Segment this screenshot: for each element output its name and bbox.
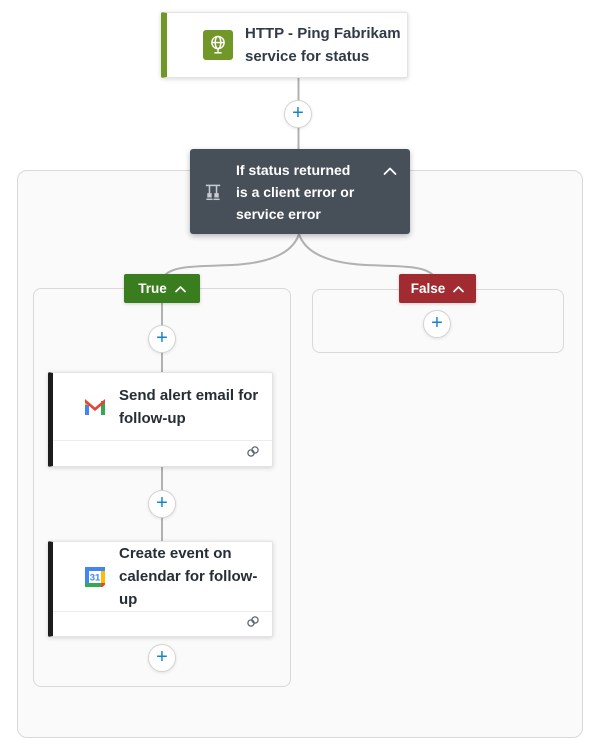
add-action-button[interactable]: +: [148, 644, 176, 672]
trigger-title: HTTP - Ping Fabrikam service for status: [245, 25, 401, 65]
chevron-up-icon[interactable]: [383, 163, 397, 181]
false-label-text: False: [410, 281, 446, 296]
false-branch-label[interactable]: False: [399, 274, 476, 303]
condition-card[interactable]: If status returned is a client error or …: [190, 149, 410, 234]
connection-icon[interactable]: [246, 445, 260, 463]
card-footer: [53, 440, 272, 466]
add-action-button[interactable]: +: [423, 310, 451, 338]
action-title: Send alert email for follow-up: [119, 386, 259, 427]
card-footer: [53, 611, 272, 636]
calendar-day-text: 31: [90, 572, 101, 583]
action-title: Create event on calendar for follow-up: [119, 545, 258, 608]
http-globe-icon: [203, 30, 233, 60]
action-card-create-event[interactable]: 31 Create event on calendar for follow-u…: [48, 541, 273, 637]
true-label-text: True: [138, 281, 167, 296]
condition-icon: [202, 181, 224, 203]
add-action-button[interactable]: +: [148, 325, 176, 353]
condition-title: If status returned is a client error or …: [236, 161, 355, 222]
chevron-up-icon: [174, 281, 186, 296]
trigger-card-http[interactable]: HTTP - Ping Fabrikam service for status: [161, 12, 408, 78]
connector-condition-to-true: [162, 233, 300, 278]
gmail-icon: [83, 395, 107, 419]
google-calendar-icon: 31: [83, 565, 107, 589]
action-card-send-alert-email[interactable]: Send alert email for follow-up: [48, 372, 273, 467]
add-action-button[interactable]: +: [148, 490, 176, 518]
chevron-up-icon: [453, 281, 465, 296]
true-branch-label[interactable]: True: [124, 274, 200, 303]
connector-condition-to-false: [298, 233, 436, 278]
add-action-button[interactable]: +: [284, 100, 312, 128]
connection-icon[interactable]: [246, 615, 260, 633]
